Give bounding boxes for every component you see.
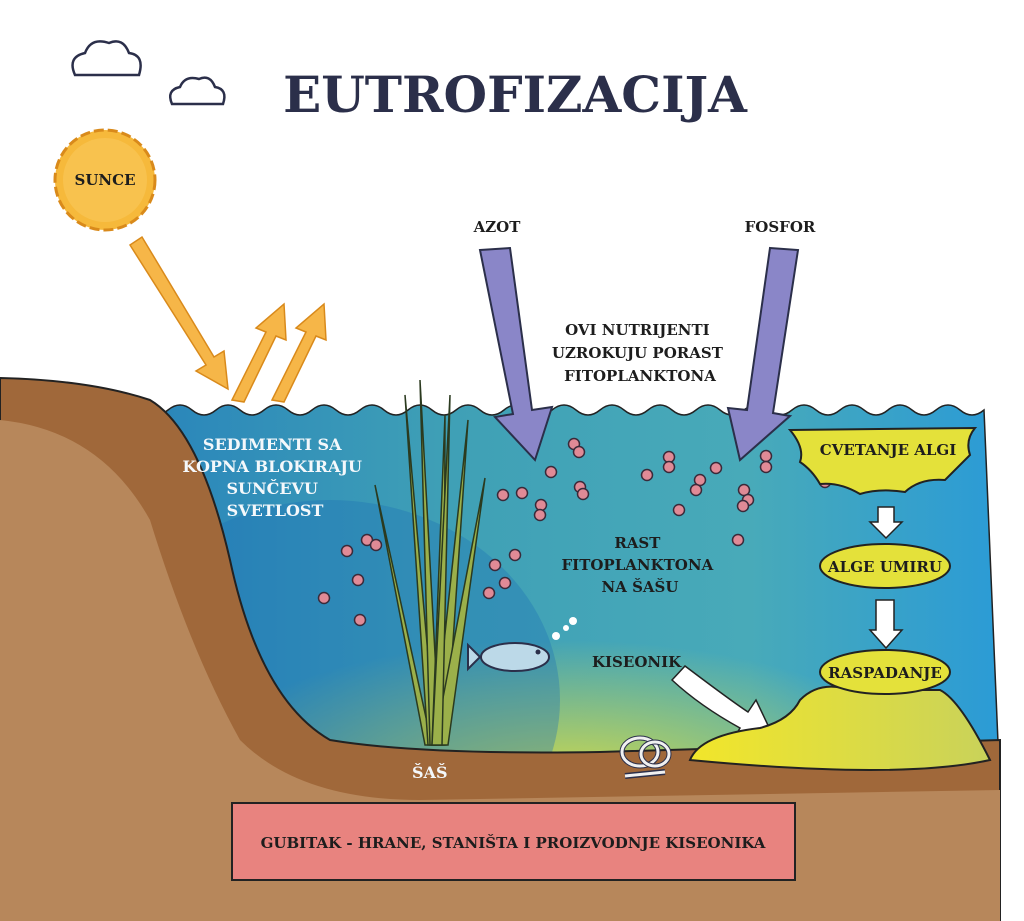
cloud-icon: [169, 76, 226, 106]
phytoplankton-particle: [340, 544, 354, 558]
algae-die-bubble: [819, 543, 951, 589]
reed-label: ŠAŠ: [412, 762, 448, 782]
phytoplankton-particle: [317, 591, 331, 605]
decay-bubble: [819, 649, 951, 695]
phytoplankton-particle: [496, 488, 510, 502]
nitrogen-label: AZOT: [473, 218, 522, 236]
growth-note: RAST FITOPLANKTONA NA ŠAŠU: [562, 534, 719, 596]
loss-banner: [231, 802, 796, 881]
algae-die-label: ALGE UMIRU: [827, 558, 942, 576]
phytoplankton-particle: [515, 486, 529, 500]
fish-icon: [467, 617, 577, 672]
reed-plant: [374, 379, 486, 746]
phytoplankton-particle: [351, 573, 365, 587]
phytoplankton-particle: [576, 487, 590, 501]
phosphorus-arrow: [726, 246, 800, 462]
page-title: EUTROFIZACIJA: [283, 65, 748, 124]
phytoplankton-particle: [662, 460, 676, 474]
phytoplankton-particle: [736, 499, 750, 513]
phytoplankton-particle: [572, 445, 586, 459]
phytoplankton-particle: [482, 586, 496, 600]
decay-label: RASPADANJE: [828, 664, 942, 682]
phytoplankton-particle: [689, 483, 703, 497]
phytoplankton-particle: [369, 538, 383, 552]
algal-bloom-label: CVETANJE ALGI: [820, 441, 956, 459]
soil-lower: [0, 420, 1000, 921]
phytoplankton-particle: [709, 461, 723, 475]
dead-fish-skeleton-icon: [619, 735, 672, 779]
sun-icon: [53, 128, 157, 232]
nitrogen-arrow: [478, 246, 554, 462]
phytoplankton-particle: [640, 468, 654, 482]
down-arrow: [868, 599, 904, 650]
loss-banner-text: GUBITAK - HRANE, STANIŠTA I PROIZVODNJE …: [261, 834, 766, 852]
phytoplankton-particles: [317, 437, 832, 627]
phytoplankton-particle: [672, 503, 686, 517]
sun-label: SUNCE: [75, 171, 136, 189]
phytoplankton-particle: [353, 613, 367, 627]
oxygen-label: KISEONIK: [592, 653, 682, 671]
phytoplankton-particle: [498, 576, 512, 590]
phytoplankton-particle: [731, 533, 745, 547]
phytoplankton-particle: [759, 460, 773, 474]
nutrient-note: OVI NUTRIJENTI UZROKUJU PORAST FITOPLANK…: [552, 321, 728, 385]
phytoplankton-particle: [544, 465, 558, 479]
phytoplankton-particle: [533, 508, 547, 522]
phytoplankton-particle: [488, 558, 502, 572]
cloud-icon: [71, 40, 142, 77]
phytoplankton-particle: [508, 548, 522, 562]
sunlight-arrows: [128, 235, 327, 403]
down-arrow: [868, 506, 904, 540]
phytoplankton-particle: [759, 449, 773, 463]
sediment-note: SEDIMENTI SA KOPNA BLOKIRAJU SUNČEVU SVE…: [183, 435, 368, 520]
algal-bloom-shape: [787, 426, 978, 496]
phosphorus-label: FOSFOR: [745, 218, 816, 236]
